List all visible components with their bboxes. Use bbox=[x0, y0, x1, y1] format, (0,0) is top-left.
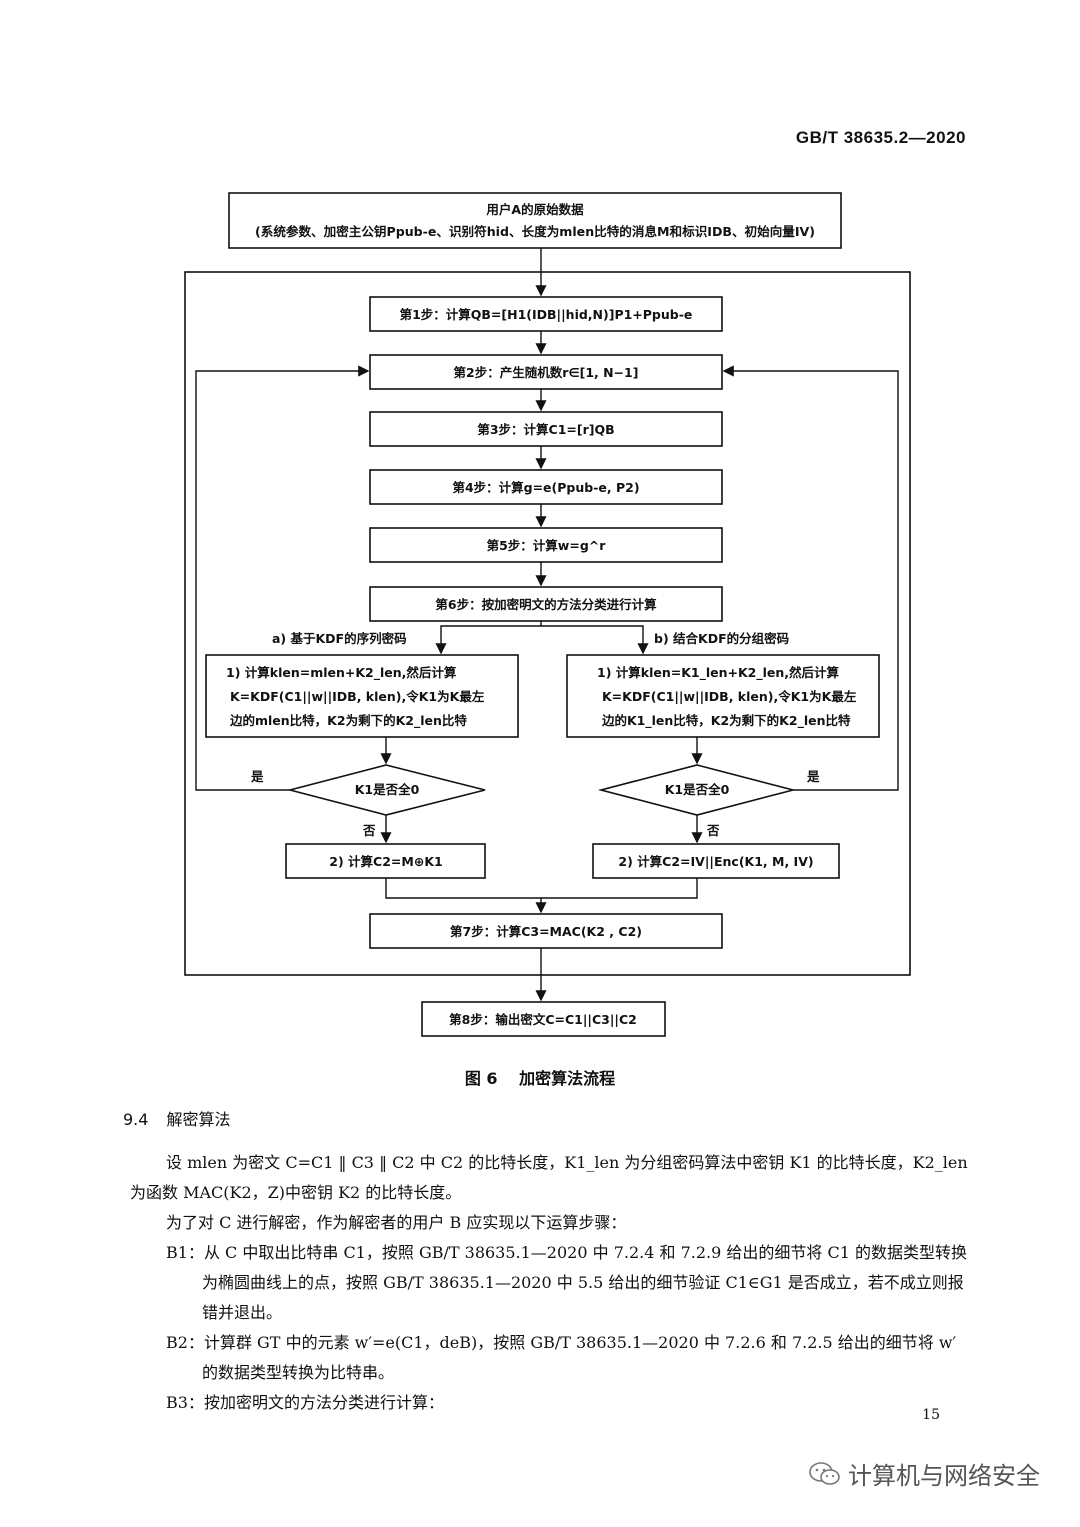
a2-text: 2) 计算C2=M⊕K1 bbox=[329, 854, 442, 869]
step3-box bbox=[369, 411, 723, 447]
input-line2: (系统参数、加密主公钥Ppub-e、识别符hid、长度为mlen比特的消息M和标… bbox=[255, 224, 815, 239]
step6-box bbox=[369, 586, 723, 622]
input-line1: 用户A的原始数据 bbox=[485, 202, 584, 217]
step2-box bbox=[369, 354, 723, 390]
branch-a-label: a) 基于KDF的序列密码 bbox=[272, 631, 407, 646]
branch-b-line2: K=KDF(C1||w||IDB, klen),令K1为K最左 bbox=[602, 689, 857, 704]
process-frame bbox=[184, 271, 911, 976]
branch-a-line2: K=KDF(C1||w||IDB, klen),令K1为K最左 bbox=[230, 689, 485, 704]
yes-label-b: 是 bbox=[806, 769, 820, 784]
step5-box bbox=[369, 527, 723, 563]
document-id: GB/T 38635.2—2020 bbox=[795, 128, 966, 147]
branch-a-box bbox=[205, 654, 519, 738]
step4-text: 第4步：计算g=e(Ppub-e, P2) bbox=[452, 480, 639, 495]
step7-text: 第7步：计算C3=MAC(K2 , C2) bbox=[450, 924, 642, 939]
yes-label-a: 是 bbox=[250, 769, 264, 784]
step2-text: 第2步：产生随机数r∈[1, N−1] bbox=[454, 365, 639, 380]
branch-b-line3: 边的K1_len比特，K2为剩下的K2_len比特 bbox=[601, 713, 851, 729]
figure-number: 图 6 bbox=[464, 1069, 498, 1088]
step5-text: 第5步：计算w=g^r bbox=[487, 538, 607, 553]
step7-box bbox=[369, 913, 723, 949]
step-b2: B2：计算群 GT 中的元素 w′=e(C1，deB)，按照 GB/T 3863… bbox=[166, 1333, 957, 1382]
section-title: 解密算法 bbox=[166, 1110, 231, 1129]
input-box bbox=[228, 192, 842, 249]
step-b3: B3：按加密明文的方法分类进行计算： bbox=[166, 1393, 444, 1412]
step8-box bbox=[421, 1001, 666, 1037]
figure-caption: 图 6 加密算法流程 bbox=[0, 1065, 1080, 1089]
watermark-text: 计算机与网络安全 bbox=[848, 1462, 1040, 1490]
step3-text: 第3步：计算C1=[r]QB bbox=[477, 422, 614, 437]
b2-text: 2) 计算C2=IV||Enc(K1, M, IV) bbox=[618, 854, 813, 869]
branch-b-label: b) 结合KDF的分组密码 bbox=[654, 631, 789, 646]
paragraph-definitions: 设 mlen 为密文 C=C1 ‖ C3 ‖ C2 中 C2 的比特长度，K1_… bbox=[130, 1153, 968, 1202]
figure-title: 加密算法流程 bbox=[519, 1069, 616, 1088]
body-text: 设 mlen 为密文 C=C1 ‖ C3 ‖ C2 中 C2 的比特长度，K1_… bbox=[130, 1148, 970, 1418]
no-label-a: 否 bbox=[362, 823, 376, 838]
decision-a-text: K1是否全0 bbox=[355, 782, 420, 797]
branch-b-line1: 1) 计算klen=K1_len+K2_len,然后计算 bbox=[597, 665, 840, 681]
step-b1: B1：从 C 中取出比特串 C1，按照 GB/T 38635.1—2020 中 … bbox=[166, 1243, 967, 1322]
step6-text: 第6步：按加密明文的方法分类进行计算 bbox=[435, 597, 657, 612]
branch-b-box bbox=[566, 654, 880, 738]
step1-text: 第1步：计算QB=[H1(IDB||hid,N)]P1+Ppub-e bbox=[400, 307, 693, 322]
paragraph-intro: 为了对 C 进行解密，作为解密者的用户 B 应实现以下运算步骤： bbox=[166, 1213, 627, 1232]
no-label-b: 否 bbox=[706, 823, 720, 838]
step8-text: 第8步：输出密文C=C1||C3||C2 bbox=[449, 1012, 637, 1027]
page-number: 15 bbox=[922, 1407, 940, 1423]
encryption-flowchart: 用户A的原始数据 (系统参数、加密主公钥Ppub-e、识别符hid、长度为mle… bbox=[184, 192, 911, 1037]
wechat-icon bbox=[809, 1461, 840, 1485]
section-heading: 9.4 解密算法 bbox=[123, 1106, 248, 1130]
step1-box bbox=[369, 296, 723, 332]
section-number: 9.4 bbox=[123, 1110, 149, 1129]
step4-box bbox=[369, 469, 723, 505]
decision-b-text: K1是否全0 bbox=[665, 782, 730, 797]
b2-box bbox=[592, 843, 840, 879]
branch-a-line1: 1) 计算klen=mlen+K2_len,然后计算 bbox=[226, 665, 457, 681]
watermark: 计算机与网络安全 bbox=[808, 1456, 1040, 1491]
branch-a-line3: 边的mlen比特，K2为剩下的K2_len比特 bbox=[229, 713, 467, 729]
